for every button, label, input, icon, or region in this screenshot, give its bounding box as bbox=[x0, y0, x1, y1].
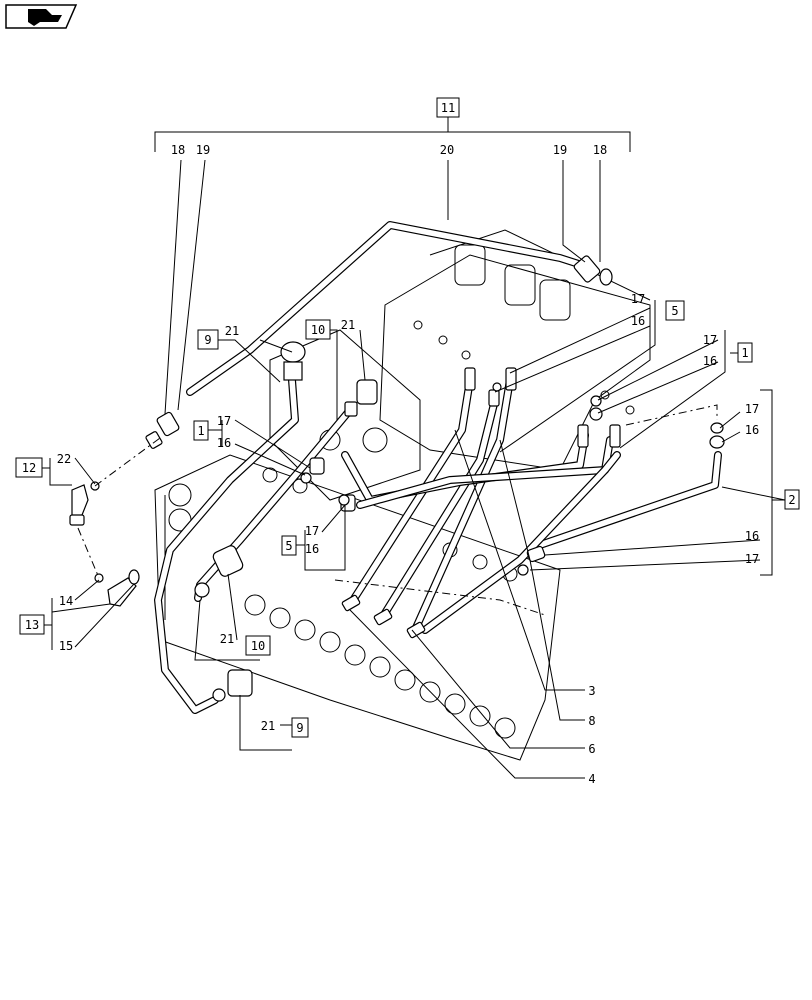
label-17-left: 17 bbox=[217, 414, 231, 428]
label-18-left: 18 bbox=[171, 143, 185, 157]
callout-1-left: 1 bbox=[197, 424, 204, 438]
label-14: 14 bbox=[59, 594, 73, 608]
center-lines bbox=[77, 404, 718, 616]
label-21-upper-mid: 21 bbox=[341, 318, 355, 332]
callout-12: 12 bbox=[22, 461, 36, 475]
label-22: 22 bbox=[57, 452, 71, 466]
label-17-bottom-right: 17 bbox=[745, 552, 759, 566]
callout-9-lower: 9 bbox=[296, 721, 303, 735]
callout-10-lower: 10 bbox=[251, 639, 265, 653]
callout-boxes: 11 9 10 1 5 5 1 2 12 13 10 9 bbox=[15, 97, 800, 738]
book-page-icon[interactable] bbox=[5, 4, 78, 29]
label-16-mid: 16 bbox=[305, 542, 319, 556]
label-3: 3 bbox=[588, 684, 595, 698]
label-21-lower-mid: 21 bbox=[220, 632, 234, 646]
spool-caps bbox=[244, 467, 518, 739]
callout-9-upper: 9 bbox=[204, 333, 211, 347]
hydraulic-tubes bbox=[154, 221, 722, 714]
label-21-lower: 21 bbox=[261, 719, 275, 733]
label-18-right: 18 bbox=[593, 143, 607, 157]
leader-lines bbox=[42, 117, 786, 779]
label-17-far-right: 17 bbox=[745, 402, 759, 416]
fittings bbox=[69, 255, 725, 702]
label-16-bottom-right: 16 bbox=[745, 529, 759, 543]
label-4: 4 bbox=[588, 772, 595, 786]
label-15: 15 bbox=[59, 639, 73, 653]
label-16-left: 16 bbox=[217, 436, 231, 450]
callout-5-middle: 5 bbox=[285, 539, 292, 553]
label-20: 20 bbox=[440, 143, 454, 157]
callout-10-upper: 10 bbox=[311, 323, 325, 337]
callout-13: 13 bbox=[25, 618, 39, 632]
callout-5-top: 5 bbox=[671, 304, 678, 318]
label-19-right: 19 bbox=[553, 143, 567, 157]
label-17-top: 17 bbox=[631, 292, 645, 306]
label-16-far-right: 16 bbox=[745, 423, 759, 437]
part-labels: 18 19 20 19 18 21 21 17 16 17 16 17 16 1… bbox=[57, 143, 759, 786]
label-16-right: 16 bbox=[703, 354, 717, 368]
label-16-top: 16 bbox=[631, 314, 645, 328]
label-21-upper-left: 21 bbox=[225, 324, 239, 338]
callout-11: 11 bbox=[441, 101, 455, 115]
label-19-left: 19 bbox=[196, 143, 210, 157]
label-8: 8 bbox=[588, 714, 595, 728]
callout-1-right: 1 bbox=[741, 346, 748, 360]
label-17-mid: 17 bbox=[305, 524, 319, 538]
label-17-right: 17 bbox=[703, 333, 717, 347]
label-6: 6 bbox=[588, 742, 595, 756]
callout-2: 2 bbox=[788, 493, 795, 507]
